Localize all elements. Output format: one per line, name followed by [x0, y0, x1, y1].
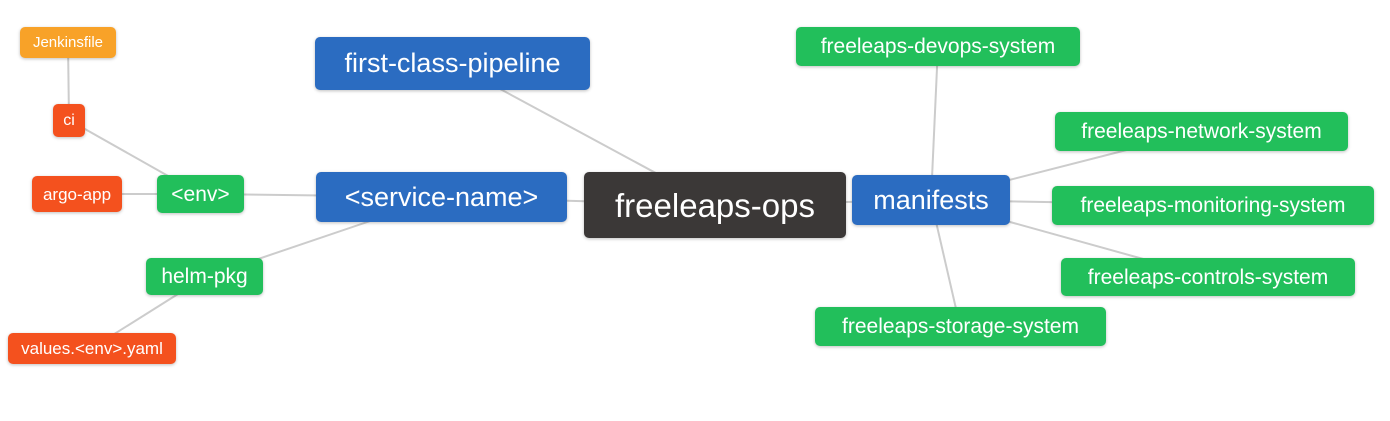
edge-manifests-devops [930, 45, 939, 201]
node-freeleaps-monitoring-system[interactable]: freeleaps-monitoring-system [1052, 186, 1374, 225]
node-freeleaps-network-system[interactable]: freeleaps-network-system [1055, 112, 1348, 151]
node-jenkinsfile[interactable]: Jenkinsfile [20, 27, 116, 58]
node-helm-pkg[interactable]: helm-pkg [146, 258, 263, 295]
node-service-name[interactable]: <service-name> [316, 172, 567, 222]
node-argo-app[interactable]: argo-app [32, 176, 122, 212]
node-env[interactable]: <env> [157, 175, 244, 213]
node-manifests[interactable]: manifests [852, 175, 1010, 225]
node-freeleaps-controls-system[interactable]: freeleaps-controls-system [1061, 258, 1355, 296]
node-values-env-yaml[interactable]: values.<env>.yaml [8, 333, 176, 364]
node-ci[interactable]: ci [53, 104, 85, 137]
node-first-class-pipeline[interactable]: first-class-pipeline [315, 37, 590, 90]
node-freeleaps-storage-system[interactable]: freeleaps-storage-system [815, 307, 1106, 346]
node-freeleaps-devops-system[interactable]: freeleaps-devops-system [796, 27, 1080, 66]
node-freeleaps-ops[interactable]: freeleaps-ops [584, 172, 846, 238]
